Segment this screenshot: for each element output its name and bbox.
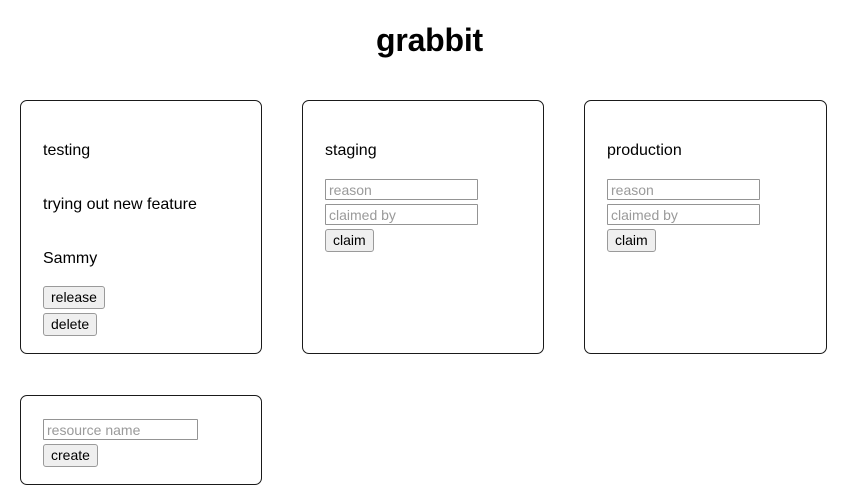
resource-card-staging: staging claim — [302, 100, 544, 354]
page-title: grabbit — [375, 22, 484, 58]
claim-button[interactable]: claim — [607, 229, 656, 252]
claim-button[interactable]: claim — [325, 229, 374, 252]
resource-name-label: testing — [43, 142, 91, 159]
resource-card-testing: testing trying out new feature Sammy rel… — [20, 100, 262, 354]
resource-name-label: production — [607, 142, 682, 159]
resource-card-production: production claim — [584, 100, 827, 354]
claim-form: claim — [607, 179, 760, 256]
claimed-by-input[interactable] — [607, 204, 760, 225]
resource-name-label: staging — [325, 142, 377, 159]
claim-form: claim — [325, 179, 478, 256]
create-form: create — [43, 419, 198, 471]
resource-reason-label: trying out new feature — [43, 196, 197, 213]
create-resource-card: create — [20, 395, 262, 485]
claimed-by-input[interactable] — [325, 204, 478, 225]
reason-input[interactable] — [325, 179, 478, 200]
resource-actions: release delete — [43, 286, 105, 340]
reason-input[interactable] — [607, 179, 760, 200]
delete-button[interactable]: delete — [43, 313, 98, 336]
resource-claimant-label: Sammy — [43, 250, 98, 267]
resource-name-input[interactable] — [43, 419, 198, 440]
create-button[interactable]: create — [43, 444, 98, 467]
release-button[interactable]: release — [43, 286, 105, 309]
